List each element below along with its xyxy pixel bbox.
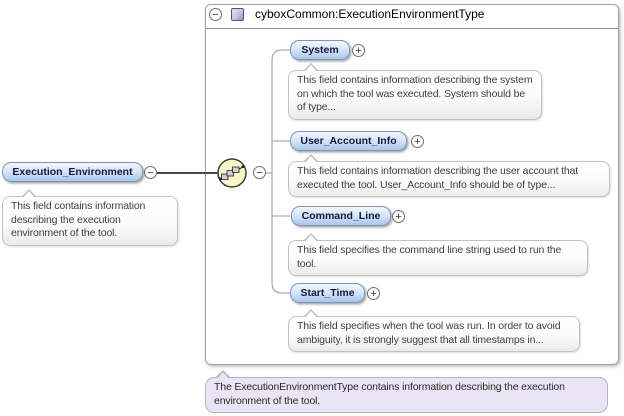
collapse-execution-environment-button[interactable]: − bbox=[144, 166, 157, 179]
expand-user-account-info-button[interactable]: + bbox=[411, 135, 424, 148]
command-line-annotation: This field specifies the command line st… bbox=[288, 233, 588, 276]
complex-type-icon bbox=[231, 8, 244, 21]
start-time-annotation: This field specifies when the tool was r… bbox=[288, 309, 580, 352]
expand-command-line-button[interactable]: + bbox=[392, 210, 405, 223]
element-start-time[interactable]: Start_Time bbox=[290, 283, 365, 303]
element-system[interactable]: System bbox=[290, 40, 350, 60]
expand-system-button[interactable]: + bbox=[352, 44, 365, 57]
type-annotation: The ExecutionEnvironmentType contains in… bbox=[205, 370, 608, 413]
system-annotation: This field contains information describi… bbox=[288, 63, 542, 120]
execution-environment-annotation: This field contains information describi… bbox=[2, 189, 178, 246]
collapse-type-button[interactable]: − bbox=[209, 8, 222, 21]
element-execution-environment[interactable]: Execution_Environment bbox=[2, 162, 143, 182]
element-command-line[interactable]: Command_Line bbox=[291, 206, 391, 226]
sequence-icon[interactable] bbox=[217, 158, 247, 188]
user-account-info-annotation: This field contains information describi… bbox=[288, 154, 610, 197]
expand-start-time-button[interactable]: + bbox=[367, 287, 380, 300]
complex-type-title: cyboxCommon:ExecutionEnvironmentType bbox=[255, 7, 485, 21]
complex-type-header bbox=[206, 5, 618, 29]
element-user-account-info[interactable]: User_Account_Info bbox=[290, 131, 407, 151]
collapse-sequence-button[interactable]: − bbox=[253, 166, 266, 179]
